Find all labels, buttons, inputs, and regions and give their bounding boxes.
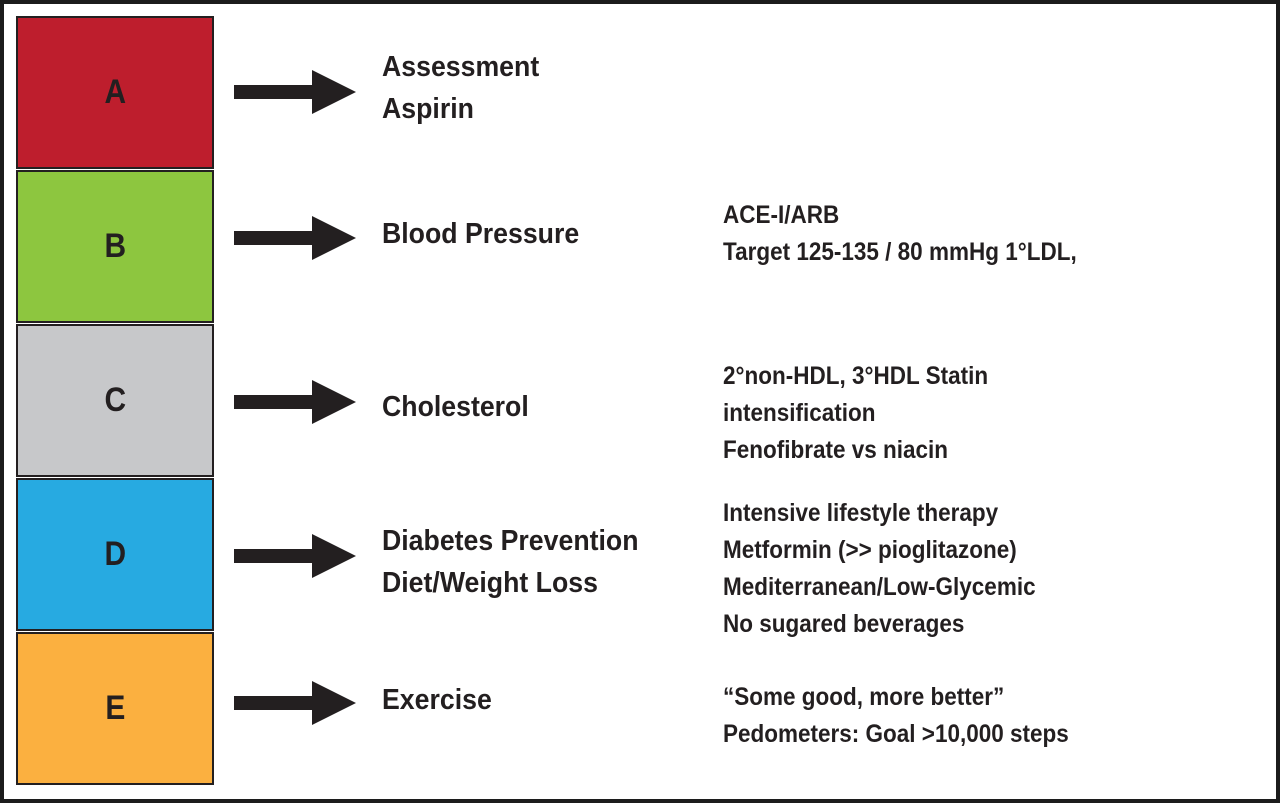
topic-d-line-1: Diabetes Prevention [382,525,639,557]
block-c: C [16,324,214,477]
arrow-b-icon [234,216,356,260]
topic-e-line-1: Exercise [382,684,492,716]
details-e-line-1: “Some good, more better” [723,683,1005,711]
arrow-d-icon [234,534,356,578]
block-e: E [16,632,214,785]
topic-a-line-1: Assessment [382,51,540,83]
letter-b: B [104,227,126,265]
details-d-line-1: Intensive lifestyle therapy [723,499,999,527]
block-b: B [16,170,214,323]
details-b-line-2: Target 125-135 / 80 mmHg 1°LDL, [723,238,1077,266]
details-c-line-1: 2°non-HDL, 3°HDL Statin [723,362,989,390]
topic-e: Exercise [382,679,492,721]
letter-c: C [104,381,126,419]
details-b: ACE-I/ARB Target 125-135 / 80 mmHg 1°LDL… [723,197,1077,271]
details-d-line-2: Metformin (>> pioglitazone) [723,536,1017,564]
topic-b-line-1: Blood Pressure [382,218,580,250]
topic-a: Assessment Aspirin [382,46,539,130]
arrow-c-icon [234,380,356,424]
block-d: D [16,478,214,631]
letter-d: D [104,535,126,573]
topic-d-line-2: Diet/Weight Loss [382,567,598,599]
topic-d: Diabetes Prevention Diet/Weight Loss [382,520,639,604]
topic-c: Cholesterol [382,386,529,428]
details-d: Intensive lifestyle therapy Metformin (>… [723,495,1036,643]
details-d-line-4: No sugared beverages [723,610,965,638]
details-e-line-2: Pedometers: Goal >10,000 steps [723,720,1069,748]
block-a: A [16,16,214,169]
details-e: “Some good, more better” Pedometers: Goa… [723,679,1069,753]
details-d-line-3: Mediterranean/Low-Glycemic [723,573,1036,601]
topic-b: Blood Pressure [382,213,579,255]
arrow-e-icon [234,681,356,725]
details-b-line-1: ACE-I/ARB [723,201,840,229]
topic-c-line-1: Cholesterol [382,391,529,423]
arrow-a-icon [234,70,356,114]
details-c-line-2: intensification [723,399,876,427]
topic-a-line-2: Aspirin [382,93,474,125]
letter-a: A [104,73,126,111]
details-c: 2°non-HDL, 3°HDL Statin intensification … [723,358,988,469]
letter-e: E [105,689,125,727]
details-c-line-3: Fenofibrate vs niacin [723,436,949,464]
